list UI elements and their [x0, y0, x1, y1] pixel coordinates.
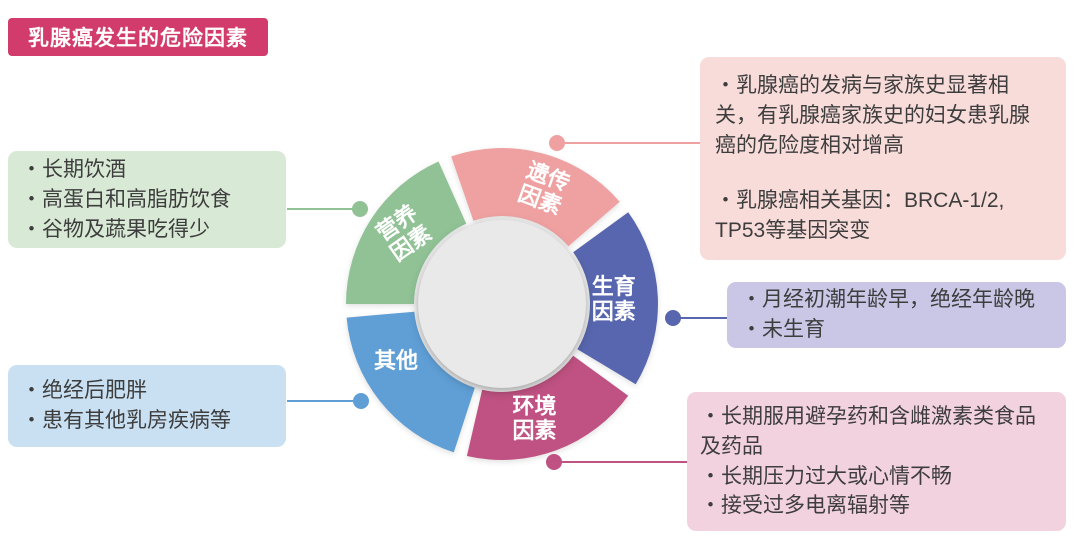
callout-paragraph: ・绝经后肥胖 — [21, 379, 147, 403]
donut-label-environment: 环境因素 — [512, 393, 556, 443]
callout-paragraph: ・接受过多电离辐射等 — [700, 494, 910, 518]
donut-label-fertility: 生育因素 — [592, 274, 636, 324]
connector-dots-layer — [352, 135, 681, 470]
connector-environment-dot — [546, 454, 562, 470]
page-title: 乳腺癌发生的危险因素 — [28, 27, 248, 50]
title-badge: 乳腺癌发生的危险因素 — [8, 18, 268, 56]
callout-paragraph: ・长期压力过大或心情不畅 — [700, 464, 952, 488]
connector-other-dot — [353, 393, 369, 409]
callout-paragraph: ・高蛋白和高脂肪饮食 — [21, 187, 231, 211]
callout-paragraph: ・患有其他乳房疾病等 — [21, 409, 231, 432]
callout-fertility-factors: ・月经初潮年龄早，绝经年龄晚・未生育 — [727, 282, 1066, 348]
callout-paragraph: ・长期饮酒 — [21, 158, 126, 181]
donut-segment-fertility — [573, 212, 658, 385]
connector-lines-layer — [287, 142, 727, 463]
callout-other-factors: ・绝经后肥胖・患有其他乳房疾病等 — [8, 365, 286, 447]
connector-nutrition-dot — [352, 201, 368, 217]
donut-segment-other — [346, 311, 475, 453]
donut-center-hub — [418, 220, 586, 388]
callout-nutrition-factors: ・长期饮酒・高蛋白和高脂肪饮食・谷物及蔬果吃得少 — [8, 151, 286, 249]
callout-genetic-factors: ・乳腺癌的发病与家族史显著相关，有乳腺癌家族史的妇女患乳腺癌的危险度相对增高・乳… — [700, 57, 1066, 261]
connector-genetic-dot — [549, 135, 565, 151]
callout-environment-factors: ・长期服用避孕药和含雌激素类食品及药品・长期压力过大或心情不畅・接受过多电离辐射… — [687, 392, 1066, 532]
donut-segment-nutrition — [346, 161, 467, 304]
callout-paragraph: ・月经初潮年龄早，绝经年龄晚 — [741, 288, 1035, 311]
callout-paragraph: ・乳腺癌相关基因：BRCA-1/2, TP53等基因突变 — [715, 189, 1005, 243]
connector-fertility-dot — [665, 310, 681, 326]
callout-paragraph: ・乳腺癌的发病与家族史显著相关，有乳腺癌家族史的妇女患乳腺癌的危险度相对增高 — [715, 74, 1030, 157]
callout-paragraph: ・长期服用避孕药和含雌激素类食品及药品 — [700, 405, 1036, 458]
callout-paragraph: ・谷物及蔬果吃得少 — [21, 217, 210, 241]
donut-segment-genetic — [451, 148, 620, 247]
callout-paragraph: ・未生育 — [741, 317, 825, 341]
donut-segment-environment — [466, 355, 629, 460]
donut-label-other: 其他 — [374, 348, 418, 373]
